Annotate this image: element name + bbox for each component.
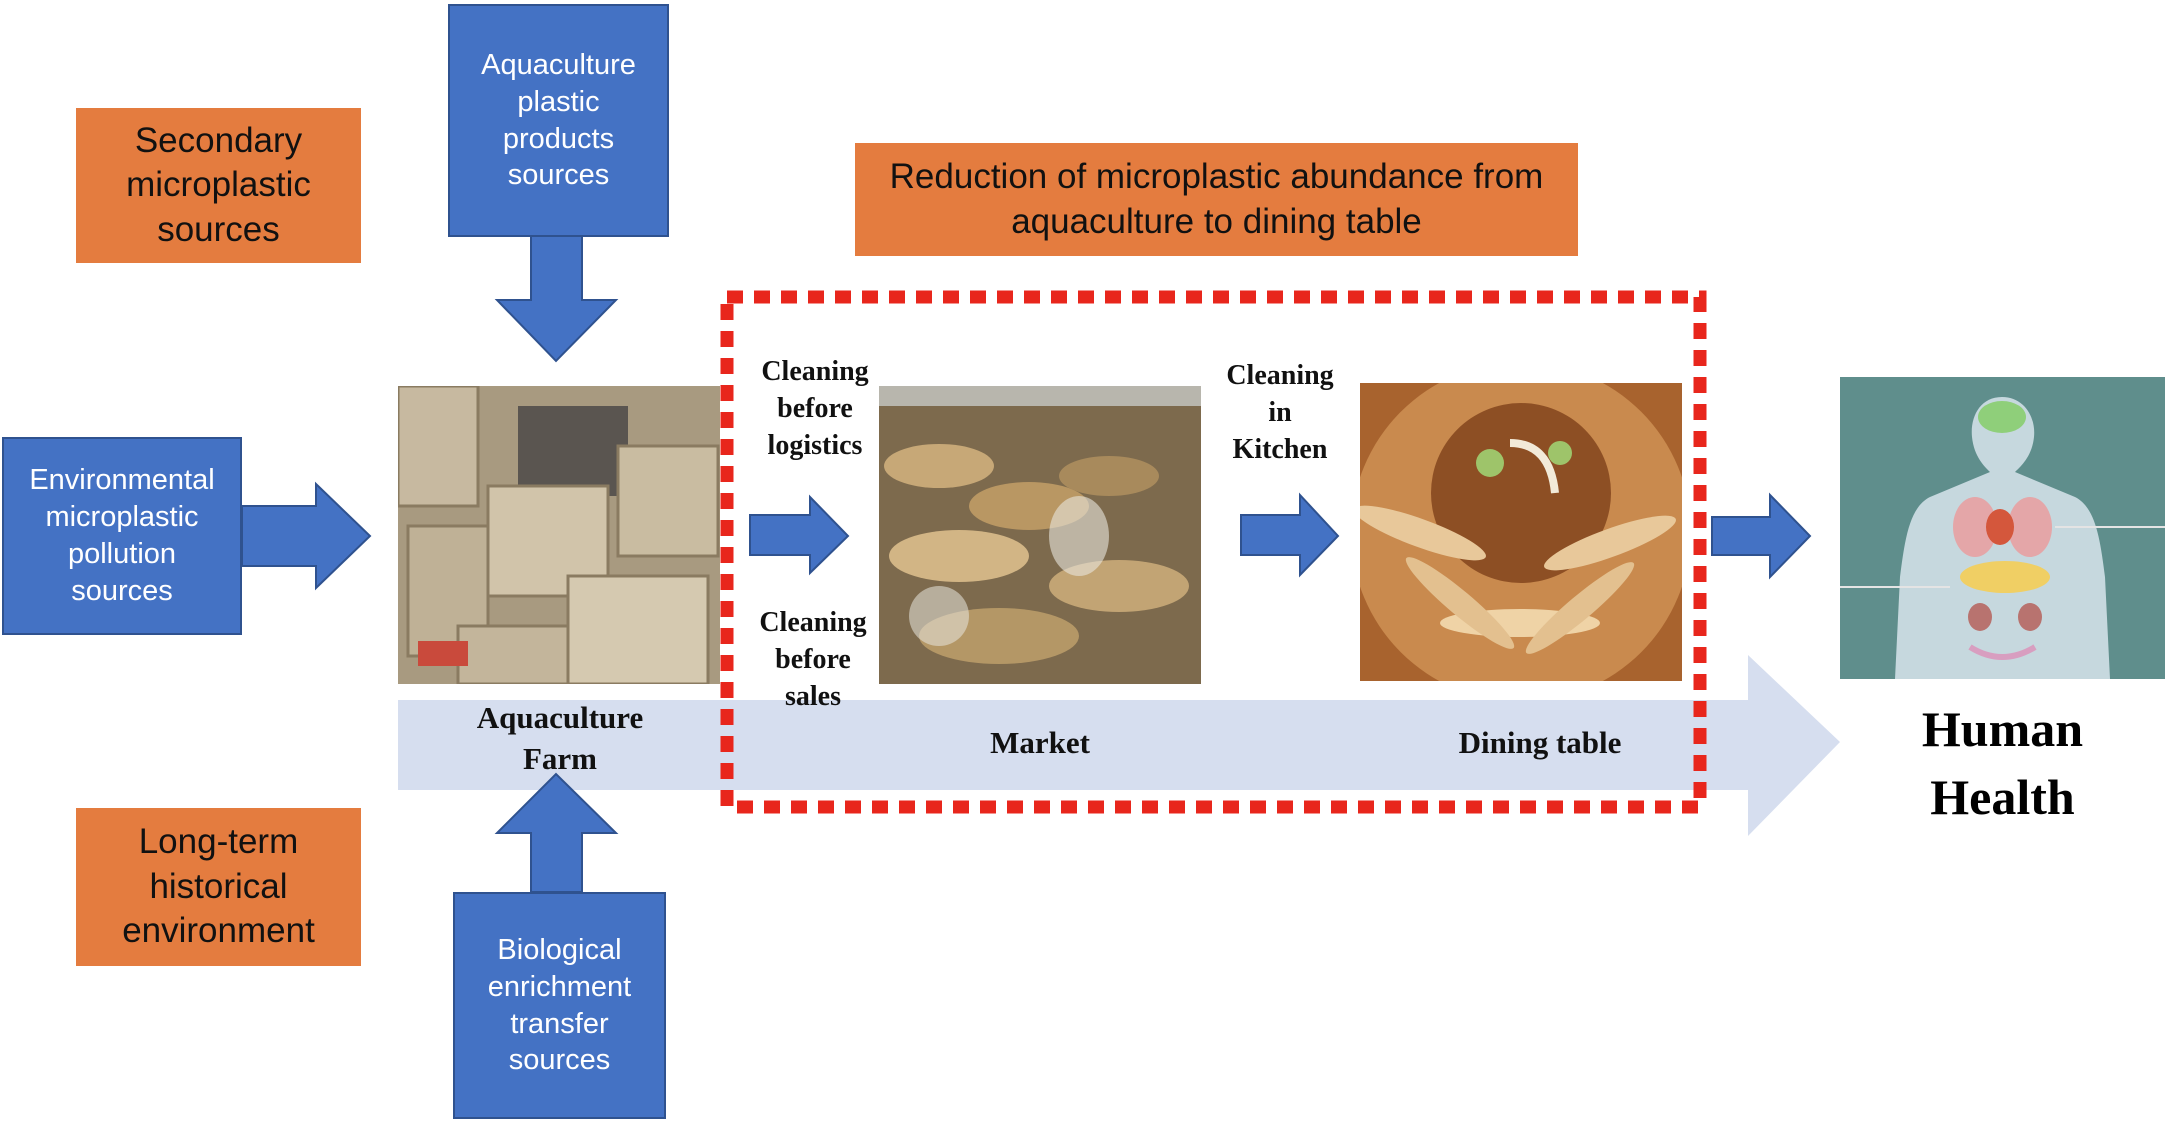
- cleaning-before-logistics-label: Cleaning before logistics: [761, 356, 869, 461]
- reduction-title-box: Reduction of microplastic abundance from…: [855, 143, 1578, 256]
- main-flow-arrow: [398, 655, 1840, 836]
- arrow-right-icon-environment: [241, 481, 372, 591]
- dining-table-photo: [1360, 383, 1682, 681]
- cleaning-in-kitchen-label: Cleaning in Kitchen: [1226, 360, 1334, 465]
- cleaning-before-sales-label: Cleaning before sales: [759, 607, 867, 712]
- arrow-up-icon: [494, 772, 619, 893]
- biological-sources-label: Biological enrichment transfer sources: [487, 933, 632, 1077]
- arrow-right-icon-kitchen: [1240, 492, 1340, 578]
- aquaculture-plastic-sources-box: Aquaculture plastic products sources: [448, 4, 669, 237]
- arrow-right-icon-health: [1711, 492, 1812, 580]
- reduction-dashed-frame: [720, 290, 1707, 814]
- human-health-photo: [1840, 377, 2165, 679]
- market-label: Market: [990, 725, 1090, 760]
- long-term-environment-box: Long-term historical environment: [76, 808, 361, 966]
- secondary-sources-box: Secondary microplastic sources: [76, 108, 361, 263]
- aquaculture-farm-photo: [398, 386, 720, 684]
- arrow-down-icon: [494, 234, 619, 363]
- aquaculture-farm-label: Aquaculture Farm: [476, 700, 644, 776]
- secondary-sources-label: Secondary microplastic sources: [126, 120, 311, 249]
- environmental-sources-label: Environmental microplastic pollution sou…: [29, 464, 215, 607]
- reduction-title-label: Reduction of microplastic abundance from…: [889, 157, 1544, 241]
- long-term-environment-label: Long-term historical environment: [122, 822, 315, 951]
- biological-sources-box: Biological enrichment transfer sources: [453, 892, 666, 1119]
- environmental-sources-box: Environmental microplastic pollution sou…: [2, 437, 242, 635]
- dining-table-label: Dining table: [1458, 725, 1622, 760]
- human-health-label: Human Health: [1921, 701, 2084, 825]
- aquaculture-plastic-sources-label: Aquaculture plastic products sources: [481, 48, 636, 192]
- arrow-right-icon-logistics: [749, 494, 850, 576]
- market-photo: [879, 386, 1201, 684]
